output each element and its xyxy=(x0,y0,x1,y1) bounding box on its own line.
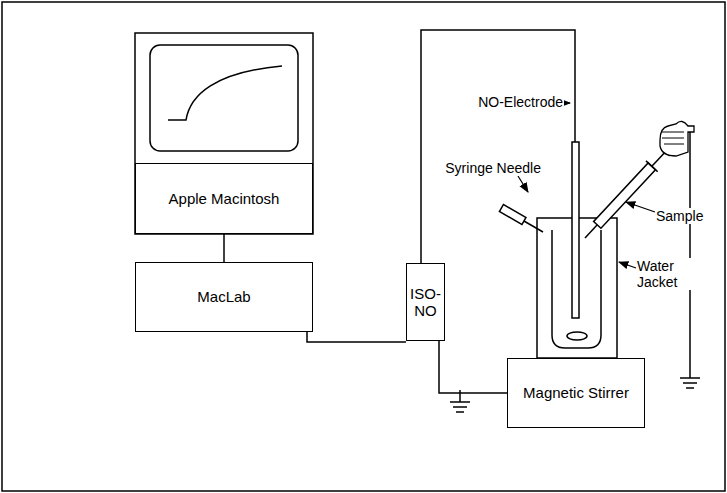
ground-pole xyxy=(689,128,691,378)
box-label: ISO- NO xyxy=(407,285,444,320)
part-label: Water Jacket xyxy=(636,258,696,290)
leader-line xyxy=(626,202,655,212)
sample-syringe xyxy=(579,146,671,243)
box-label: Apple Macintosh xyxy=(163,190,286,207)
meter-box: ISO- NO xyxy=(406,263,445,341)
box-label: Magnetic Stirrer xyxy=(517,384,635,401)
hand xyxy=(660,121,694,156)
ground-symbol xyxy=(680,378,700,388)
stirrer-box: Magnetic Stirrer xyxy=(507,358,645,428)
computer-box: Apple Macintosh xyxy=(135,163,313,234)
stir-bar xyxy=(567,332,587,340)
signal-wire xyxy=(223,234,225,262)
part-label: Sample xyxy=(655,208,717,224)
screen-trace xyxy=(168,66,282,120)
monitor-screen xyxy=(150,45,298,151)
leader-line xyxy=(619,262,636,268)
interface-box: MacLab xyxy=(135,262,313,332)
signal-wire xyxy=(439,341,507,393)
no-electrode xyxy=(572,142,579,318)
part-label: Syringe Needle xyxy=(430,160,542,176)
box-label: MacLab xyxy=(191,288,256,305)
syringe-needle xyxy=(499,205,545,236)
hand-fingers xyxy=(662,132,684,144)
signal-wire xyxy=(307,332,406,342)
computer-housing xyxy=(135,33,313,234)
electrode-wire xyxy=(421,30,575,263)
leader-line xyxy=(518,176,528,192)
part-label: NO-Electrode xyxy=(470,94,564,110)
